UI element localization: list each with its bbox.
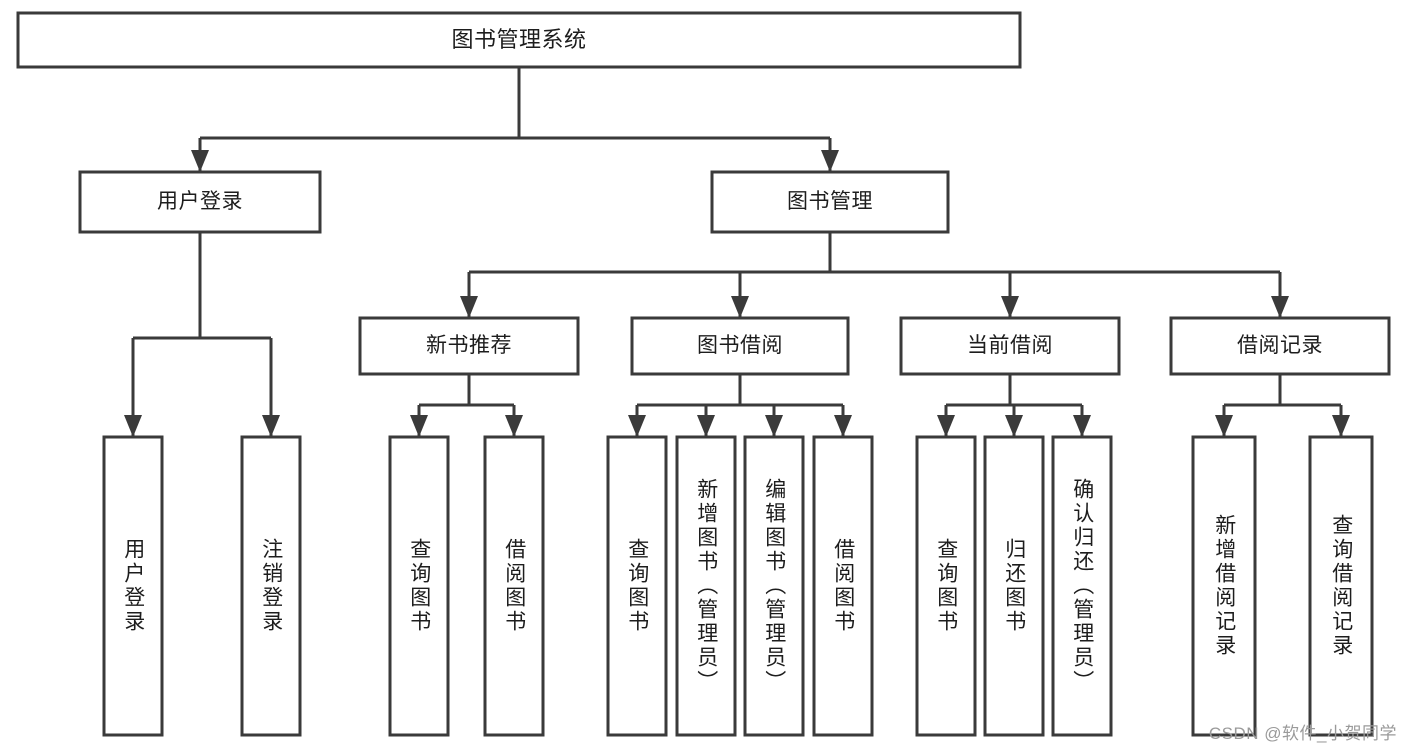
- arrow-head-icon: [628, 415, 646, 437]
- node-box-leaf-confirm-return[interactable]: [1051, 435, 1113, 737]
- arrow-head-icon: [124, 415, 142, 437]
- arrow-head-icon: [1005, 415, 1023, 437]
- node-box-leaf-add-record[interactable]: [1191, 435, 1257, 737]
- arrow-head-icon: [821, 150, 839, 172]
- arrow-head-icon: [937, 415, 955, 437]
- edges-layer: [124, 67, 1350, 437]
- node-box-leaf-add-book[interactable]: [675, 435, 737, 737]
- node-box-book-manage[interactable]: [710, 170, 950, 234]
- node-box-leaf-return-book[interactable]: [983, 435, 1045, 737]
- node-box-leaf-query-record[interactable]: [1308, 435, 1374, 737]
- arrow-head-icon: [1271, 296, 1289, 318]
- arrow-head-icon: [410, 415, 428, 437]
- node-box-leaf-query-book-2[interactable]: [606, 435, 668, 737]
- node-box-user-login[interactable]: [78, 170, 322, 234]
- arrow-head-icon: [697, 415, 715, 437]
- node-box-leaf-borrow-book-1[interactable]: [483, 435, 545, 737]
- node-box-new-book-rec[interactable]: [358, 316, 580, 376]
- node-box-leaf-query-book-1[interactable]: [388, 435, 450, 737]
- node-box-book-borrow[interactable]: [630, 316, 850, 376]
- arrow-head-icon: [1332, 415, 1350, 437]
- node-box-leaf-borrow-book-2[interactable]: [812, 435, 874, 737]
- node-box-leaf-edit-book[interactable]: [743, 435, 805, 737]
- node-box-borrow-record[interactable]: [1169, 316, 1391, 376]
- arrow-head-icon: [1073, 415, 1091, 437]
- arrow-head-icon: [191, 150, 209, 172]
- node-box-leaf-logout[interactable]: [240, 435, 302, 737]
- node-box-leaf-query-book-3[interactable]: [915, 435, 977, 737]
- arrow-head-icon: [262, 415, 280, 437]
- arrow-head-icon: [834, 415, 852, 437]
- node-box-root[interactable]: [16, 11, 1022, 69]
- arrow-head-icon: [1001, 296, 1019, 318]
- arrow-head-icon: [765, 415, 783, 437]
- arrow-head-icon: [1215, 415, 1233, 437]
- node-box-leaf-user-login[interactable]: [102, 435, 164, 737]
- arrow-head-icon: [505, 415, 523, 437]
- node-box-current-borrow[interactable]: [899, 316, 1121, 376]
- boxes-layer: [16, 11, 1391, 737]
- arrow-head-icon: [731, 296, 749, 318]
- arrow-head-icon: [460, 296, 478, 318]
